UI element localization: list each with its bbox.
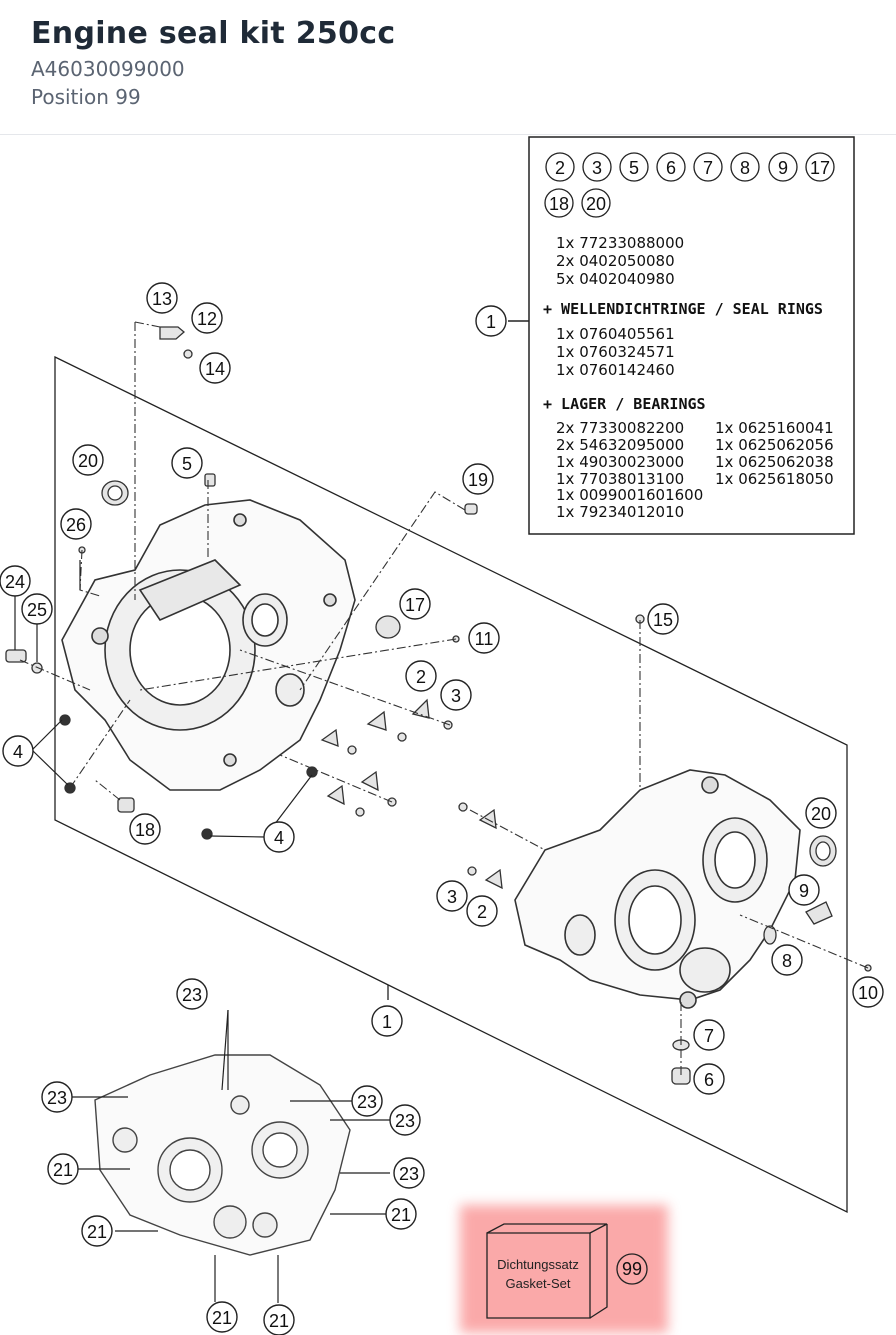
- gasket-kit-callout: [616, 1253, 648, 1285]
- callout-number: 21: [212, 1308, 232, 1328]
- callout-number: 26: [66, 515, 86, 535]
- legend-item: 1x 77233088000: [556, 234, 684, 252]
- callout-number: 24: [5, 572, 25, 592]
- callout-number: 25: [27, 600, 47, 620]
- gasket-kit-label-de: Dichtungssatz: [497, 1257, 579, 1272]
- callout-circles: [0, 282, 884, 1335]
- legend-item: 1x 0625618050: [715, 470, 834, 488]
- legend-ref: 5: [629, 158, 639, 178]
- callout-number: 23: [399, 1164, 419, 1184]
- callout-number: 9: [799, 881, 809, 901]
- legend-item: 1x 79234012010: [556, 503, 684, 521]
- callout-number: 21: [53, 1160, 73, 1180]
- callout-number: 19: [468, 470, 488, 490]
- legend-item: 1x 77038013100: [556, 470, 684, 488]
- gasket-kit[interactable]: Dichtungssatz Gasket-Set 99: [460, 1205, 668, 1333]
- legend-item: 1x 0760324571: [556, 343, 675, 361]
- callout-number: 5: [182, 454, 192, 474]
- callout-number: 4: [13, 742, 23, 762]
- callout-number: 23: [47, 1088, 67, 1108]
- small-parts: [5, 326, 872, 1085]
- callout-leaders: [14, 560, 390, 1303]
- callout-number: 6: [704, 1070, 714, 1090]
- legend-item: 5x 0402040980: [556, 270, 675, 288]
- page-header: Engine seal kit 250cc A46030099000 Posit…: [0, 0, 896, 135]
- legend-item: 1x 0760405561: [556, 325, 675, 343]
- callout-number: 12: [197, 309, 217, 329]
- legend-item: 2x 54632095000: [556, 436, 684, 454]
- callout-number: 13: [152, 289, 172, 309]
- position-label: Position 99: [31, 85, 141, 109]
- callout-number: 1: [486, 312, 496, 332]
- right-crankcase-half: [514, 769, 801, 1009]
- callout-number: 7: [704, 1026, 714, 1046]
- callout-number: 2: [416, 667, 426, 687]
- callout-number: 2: [477, 902, 487, 922]
- gasket-kit-box-icon: [486, 1223, 608, 1319]
- lower-crankcase-view: [94, 1054, 351, 1256]
- legend-item: 1x 0099001601600: [556, 486, 703, 504]
- assembly-frame: [54, 355, 848, 1214]
- gasket-kit-number: 99: [622, 1259, 642, 1279]
- callout-number: 15: [653, 610, 673, 630]
- legend-ref: 17: [810, 158, 830, 178]
- legend-seal-rings-heading: + WELLENDICHTRINGE / SEAL RINGS: [543, 300, 823, 318]
- callout-number: 20: [811, 804, 831, 824]
- callout-number: 14: [205, 359, 225, 379]
- callout-number: 23: [357, 1092, 377, 1112]
- legend-item: 1x 0625062038: [715, 453, 834, 471]
- callout-number: 21: [269, 1311, 289, 1331]
- callout-number: 3: [447, 887, 457, 907]
- callout-number: 10: [858, 983, 878, 1003]
- gasket-kit-highlight: [460, 1205, 668, 1333]
- legend-ref-list: [544, 152, 835, 218]
- callout-number: 17: [405, 595, 425, 615]
- legend-ref: 3: [592, 158, 602, 178]
- legend-ref: 2: [555, 158, 565, 178]
- legend-item: 1x 0760142460: [556, 361, 675, 379]
- part-number: A46030099000: [31, 57, 185, 81]
- callout-number: 3: [451, 686, 461, 706]
- legend-item: 2x 77330082200: [556, 419, 684, 437]
- legend-bearings-heading: + LAGER / BEARINGS: [543, 395, 706, 413]
- legend-item: 1x 0625160041: [715, 419, 834, 437]
- legend-ref: 9: [778, 158, 788, 178]
- callout-number: 4: [274, 828, 284, 848]
- callout-number: 18: [135, 820, 155, 840]
- callout-number: 8: [782, 951, 792, 971]
- legend-ref: 6: [666, 158, 676, 178]
- legend-ref: 18: [549, 194, 569, 214]
- page-title: Engine seal kit 250cc: [31, 16, 396, 51]
- callout-number: 23: [182, 985, 202, 1005]
- legend-ref: 7: [703, 158, 713, 178]
- legend-item: 2x 0402050080: [556, 252, 675, 270]
- legend-item: 1x 0625062056: [715, 436, 834, 454]
- gasket-kit-label-en: Gasket-Set: [505, 1276, 570, 1291]
- callout-number: 11: [475, 629, 494, 649]
- legend-ref: 20: [586, 194, 606, 214]
- callout-number: 21: [87, 1222, 107, 1242]
- callout-number: 23: [395, 1111, 415, 1131]
- callout-number: 1: [382, 1012, 392, 1032]
- legend-ref: 8: [740, 158, 750, 178]
- legend-item: 1x 49030023000: [556, 453, 684, 471]
- callout-number: 21: [391, 1205, 411, 1225]
- legend-box: 2 3 5 6 7 8 9 17 18 20 1x 77233088000 2x…: [508, 136, 855, 535]
- callout-number: 20: [78, 451, 98, 471]
- exploded-diagram: 2 3 5 6 7 8 9 17 18 20 1x 77233088000 2x…: [0, 136, 884, 1335]
